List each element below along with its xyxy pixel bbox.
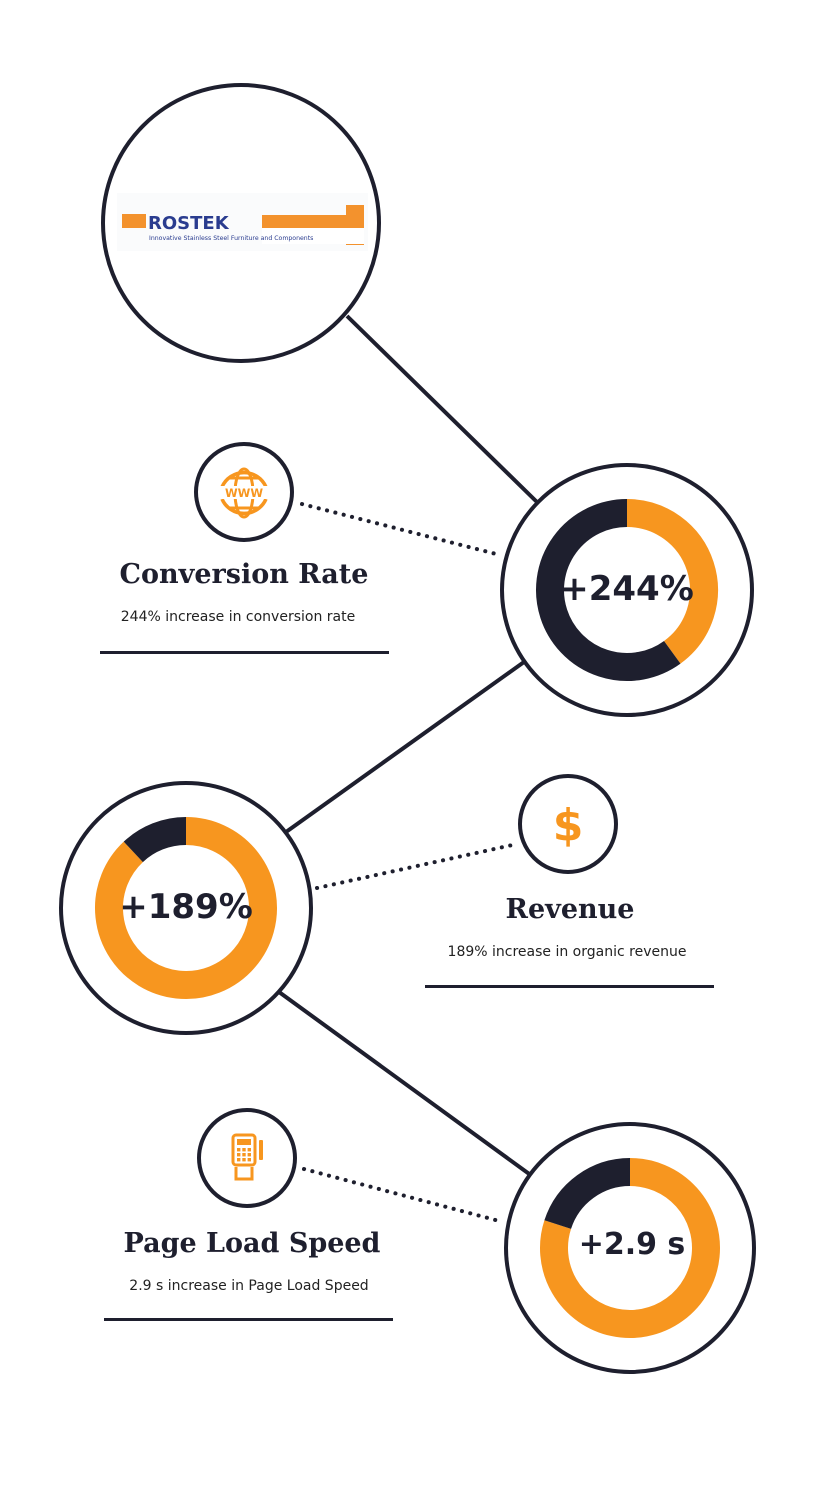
dotted-leader-2 [315, 842, 519, 890]
divider-pageload [104, 1318, 393, 1321]
desc-conversion-rate: 244% increase in conversion rate [120, 609, 356, 625]
icon-circle-revenue [518, 774, 618, 874]
heading-page-load-speed: Page Load Speed [123, 1228, 381, 1259]
donut-segment-remaining [123, 817, 187, 863]
donut-chart-revenue [95, 817, 277, 999]
heading-revenue: Revenue [505, 894, 635, 925]
svg-text:ROSTEK: ROSTEK [148, 213, 230, 234]
dollar-icon: $ [553, 800, 584, 851]
svg-text:Innovative Stainless Steel Fur: Innovative Stainless Steel Furniture and… [149, 235, 313, 242]
value-label-conversion: +244% [560, 569, 694, 609]
donut-segment-remaining [536, 499, 681, 681]
connector-line-3 [277, 990, 534, 1178]
divider-conversion [100, 651, 389, 654]
heading-conversion-rate: Conversion Rate [119, 559, 369, 590]
value-label-revenue: +189% [119, 887, 253, 927]
connector-line-2 [284, 660, 526, 834]
donut-segment-remaining [544, 1158, 631, 1230]
icon-circle-pageload [197, 1108, 297, 1208]
dotted-leader-3 [302, 1167, 505, 1224]
divider-revenue [425, 985, 714, 988]
donut-chart-pageload [540, 1158, 720, 1338]
value-label-pageload: +2.9 s [579, 1227, 686, 1262]
desc-page-load-speed: 2.9 s increase in Page Load Speed [129, 1278, 369, 1294]
donut-segment-filled [540, 1158, 720, 1338]
globe-www-icon: WWW [218, 467, 270, 519]
donut-chart-conversion [536, 499, 718, 681]
rostek-logo: ROSTEK Innovative Stainless Steel Furnit… [117, 193, 368, 251]
donut-segment-filled [626, 499, 718, 664]
svg-text:WWW: WWW [225, 486, 263, 500]
card-terminal-icon [231, 1133, 263, 1181]
dotted-leader-1 [300, 502, 502, 557]
connector-line-1 [345, 314, 542, 507]
desc-revenue: 189% increase in organic revenue [447, 944, 687, 960]
donut-segment-filled [95, 817, 277, 999]
